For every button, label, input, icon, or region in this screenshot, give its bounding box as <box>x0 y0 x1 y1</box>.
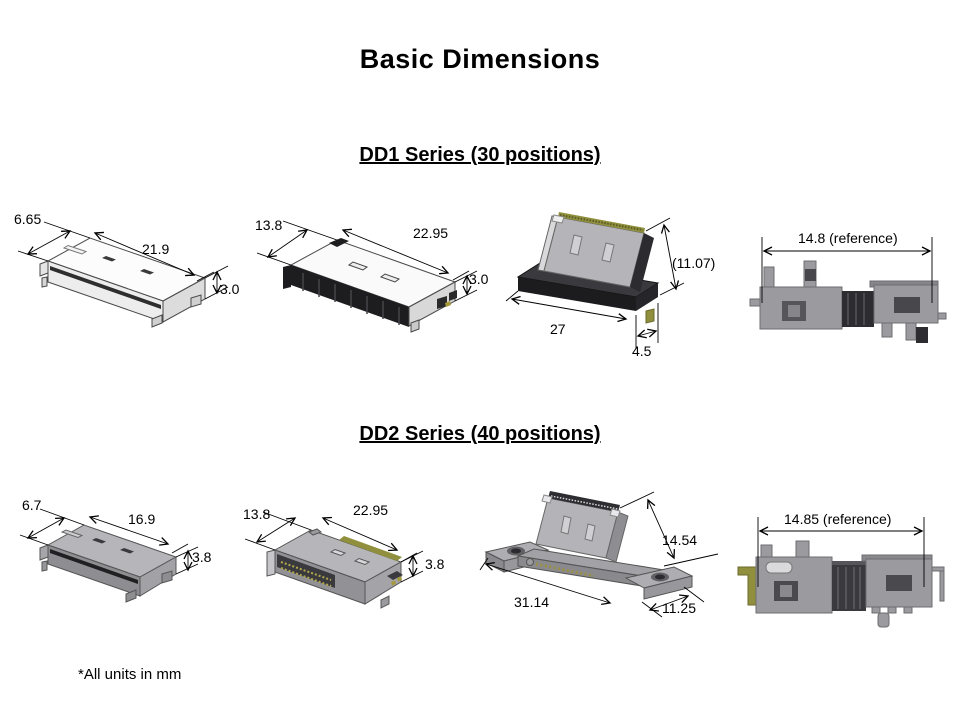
dd2-figure-plug-isometric: 13.8 22.95 3.8 <box>235 490 483 648</box>
dimension-lines <box>19 508 199 575</box>
dd2-series-heading: DD2 Series (40 positions) <box>359 423 601 445</box>
dd1-plug-drawing <box>256 220 478 333</box>
dim-label-mated-height: 14.85 (reference) <box>784 511 892 527</box>
connector-body <box>749 260 947 343</box>
dim-label-height: 3.0 <box>220 281 240 297</box>
connector-body <box>266 528 403 609</box>
dimension-lines <box>757 517 925 587</box>
dim-label-depth: 11.25 <box>662 600 696 616</box>
dim-label-mated-height: 14.8 (reference) <box>798 230 898 246</box>
dd1-figure-vertical-mount: (11.07) 27 4.5 <box>498 205 730 373</box>
dimension-lines <box>17 221 229 300</box>
dd1-figure-mated-side-view: 14.8 (reference) <box>742 215 957 350</box>
dim-label-height: 3.8 <box>192 549 212 565</box>
connector-body <box>737 540 945 628</box>
dd1-receptacle-drawing <box>17 221 229 328</box>
dim-label-length: 22.95 <box>413 225 449 241</box>
page-title: Basic Dimensions <box>359 44 601 74</box>
dimension-lines <box>244 511 424 583</box>
dd1-vertical-drawing <box>505 212 685 349</box>
connector-body <box>39 237 207 328</box>
dimension-lines <box>256 220 478 302</box>
units-footnote: *All units in mm <box>78 666 182 683</box>
dim-label-depth: 4.5 <box>632 343 652 359</box>
dimension-lines <box>505 217 685 349</box>
dim-label-length: 21.9 <box>142 241 170 257</box>
dim-label-height: 3.8 <box>425 556 445 572</box>
dimension-lines <box>761 237 933 303</box>
dim-label-depth: 6.65 <box>14 211 42 227</box>
dd2-figure-mated-side-view: 14.85 (reference) <box>728 495 958 645</box>
dd1-mated-drawing <box>749 237 947 343</box>
connector-body <box>516 212 660 324</box>
dd2-figure-board-mount: 14.54 31.14 11.25 <box>478 482 724 660</box>
dim-label-length: 16.9 <box>128 511 156 527</box>
dd1-figure-receptacle-isometric: 6.65 21.9 3.0 <box>6 203 246 359</box>
connector-body <box>39 524 178 603</box>
dim-label-depth: 6.7 <box>22 497 42 513</box>
dim-label-length: 31.14 <box>514 594 550 610</box>
dd2-mated-drawing <box>737 517 945 628</box>
dim-label-height: 3.0 <box>469 271 489 287</box>
dd1-figure-plug-isometric: 13.8 22.95 3.0 <box>243 203 495 363</box>
connector-body <box>283 238 457 333</box>
dim-label-depth: 13.8 <box>243 506 271 522</box>
dim-label-length: 22.95 <box>353 502 389 518</box>
dd1-series-heading: DD1 Series (30 positions) <box>359 144 601 166</box>
dd2-plug-drawing <box>244 511 424 609</box>
dim-label-height: 14.54 <box>662 532 698 548</box>
dd2-board-mount-drawing <box>479 491 719 618</box>
dd2-receptacle-drawing <box>19 508 199 603</box>
dim-label-length: 27 <box>550 321 566 337</box>
dimension-lines <box>479 491 719 618</box>
dim-label-depth: 13.8 <box>255 217 283 233</box>
dd2-figure-receptacle-isometric: 6.7 16.9 3.8 <box>6 487 234 637</box>
dim-label-height: (11.07) <box>672 255 716 271</box>
